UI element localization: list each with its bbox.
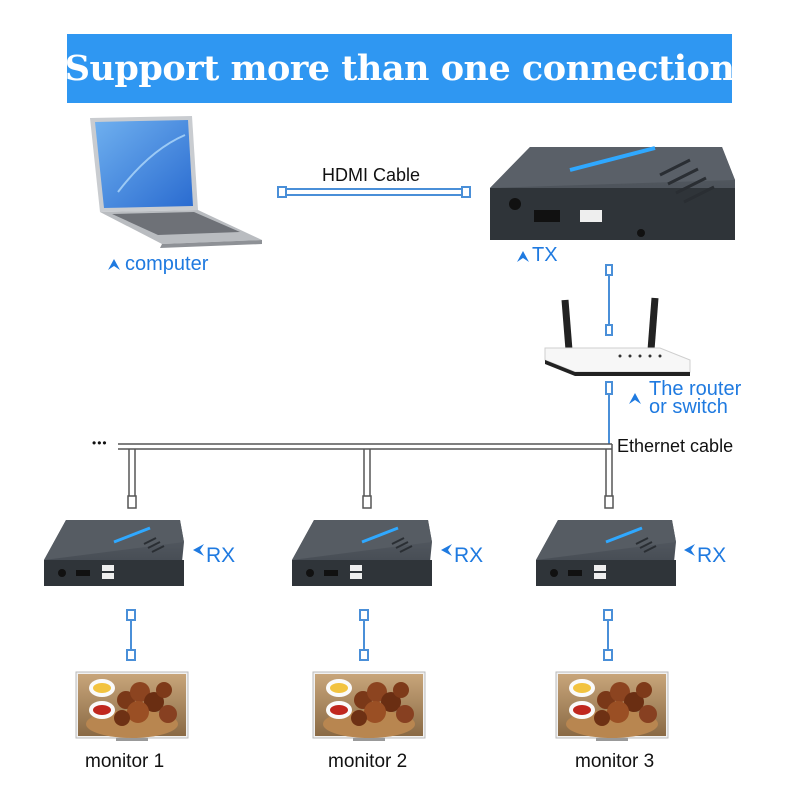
hdmi-cable — [277, 186, 471, 198]
page-title: Support more than one connection — [64, 48, 735, 89]
rx-device-icon — [290, 518, 434, 588]
arrow-up-icon — [629, 393, 641, 404]
monitor-icon — [75, 671, 189, 742]
ethernet-cable-label: Ethernet cable — [617, 436, 734, 456]
router-icon — [544, 297, 691, 376]
router-bus-cable — [605, 381, 613, 444]
rx-monitor-cables — [126, 609, 613, 661]
router-label-line1: The router — [649, 378, 742, 400]
more-connections-ellipsis: ••• — [92, 436, 108, 450]
tx-device-icon — [490, 146, 735, 240]
rx-device-icon — [42, 518, 186, 588]
tx-label: TX — [532, 244, 558, 266]
monitor-label-1: monitor 1 — [85, 751, 165, 772]
laptop-icon — [90, 116, 262, 248]
ethernet-bus — [118, 443, 614, 509]
arrow-left-icon — [193, 544, 204, 556]
rx-label-1: RX — [206, 544, 236, 567]
monitor-icon — [312, 671, 426, 742]
computer-label: computer — [125, 253, 209, 275]
router-label-line2: or switch — [649, 396, 728, 418]
rx-label-2: RX — [454, 544, 484, 567]
arrow-left-icon — [441, 544, 452, 556]
rx-device-icon — [534, 518, 678, 588]
hdmi-cable-label: HDMI Cable — [322, 165, 421, 185]
arrow-left-icon — [684, 544, 695, 556]
monitor-icon — [555, 671, 669, 742]
monitor-label-3: monitor 3 — [575, 751, 655, 772]
monitor-label-2: monitor 2 — [328, 751, 408, 772]
rx-label-3: RX — [697, 544, 727, 567]
arrow-up-icon — [517, 251, 529, 262]
arrow-up-icon — [108, 259, 120, 270]
title-banner: Support more than one connection — [64, 34, 735, 103]
tx-router-cable — [605, 264, 613, 336]
